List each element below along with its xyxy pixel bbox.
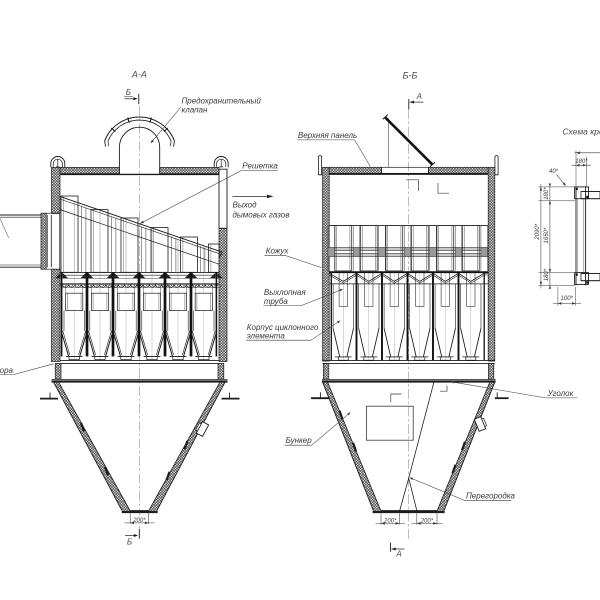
svg-text:180*: 180* (544, 268, 550, 281)
svg-text:Схема креп: Схема креп (562, 126, 600, 136)
svg-text:40*: 40* (549, 169, 559, 175)
svg-text:Б: Б (126, 88, 131, 97)
svg-text:Выход: Выход (233, 200, 258, 209)
svg-text:Б: Б (127, 538, 132, 547)
svg-text:Перегородка: Перегородка (466, 492, 516, 501)
svg-text:200*: 200* (420, 518, 434, 524)
svg-text:клапан: клапан (182, 106, 209, 115)
svg-text:Верхняя панель: Верхняя панель (298, 131, 357, 140)
svg-text:А-А: А-А (131, 70, 147, 80)
svg-text:180*: 180* (575, 159, 588, 165)
svg-text:1650*: 1650* (544, 227, 550, 243)
svg-text:Бункер: Бункер (286, 436, 313, 445)
svg-text:А: А (416, 92, 422, 101)
svg-text:Решетка: Решетка (242, 162, 278, 171)
svg-text:2090*: 2090* (535, 223, 541, 240)
svg-text:Корпус циклонного: Корпус циклонного (247, 323, 319, 332)
svg-text:труба: труба (264, 297, 288, 306)
svg-text:100*: 100* (561, 296, 574, 302)
svg-text:Уголок: Уголок (547, 389, 575, 398)
svg-text:Опора: Опора (0, 366, 14, 375)
svg-text:элемента: элемента (247, 332, 286, 341)
svg-text:дымовых газов: дымовых газов (233, 210, 290, 219)
svg-text:200*: 200* (383, 518, 397, 524)
svg-text:Кожух: Кожух (266, 247, 290, 256)
svg-text:Выхлопная: Выхлопная (264, 288, 306, 297)
svg-text:180*: 180* (544, 187, 550, 200)
svg-text:Б-Б: Б-Б (403, 70, 418, 80)
svg-text:Предохранительный: Предохранительный (182, 97, 262, 106)
svg-text:А: А (395, 549, 401, 558)
svg-text:200*: 200* (132, 518, 146, 524)
